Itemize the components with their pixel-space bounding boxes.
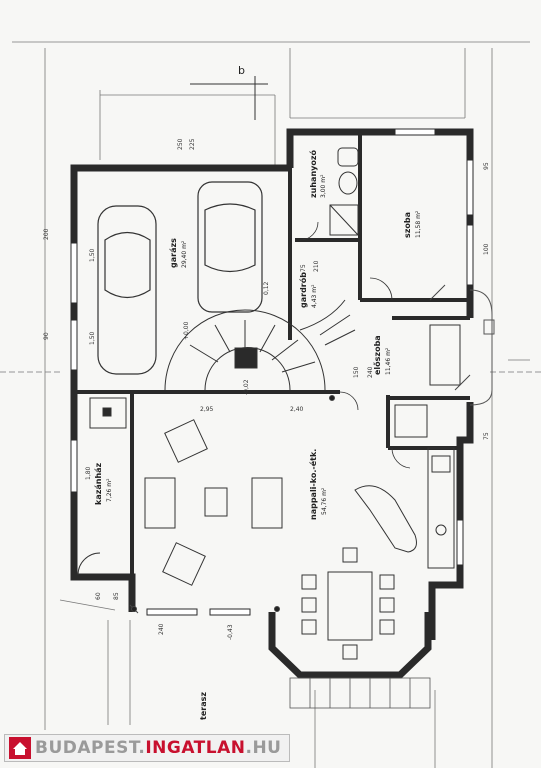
wardrobe-area: 4,43 m²	[311, 284, 318, 308]
doors	[299, 221, 411, 469]
bath-fixtures	[329, 147, 359, 236]
terrace-name: terasz	[199, 692, 208, 720]
dim-label: 85	[113, 592, 120, 600]
dim-label: 200	[43, 228, 50, 240]
dim-label: +0,00	[183, 321, 190, 340]
boiler-area: 7,26 m²	[106, 478, 113, 502]
shower-name: zuhanyozó	[308, 149, 318, 198]
car-left-icon	[97, 205, 157, 375]
watermark-part1: BUDAPEST.	[35, 738, 146, 758]
dim-label: 75	[300, 264, 307, 272]
dim-label: 210	[313, 260, 320, 272]
garage-name: garázs	[169, 238, 178, 268]
garage-area: 29,40 m²	[181, 240, 188, 268]
kitchen-island-icon	[354, 485, 417, 553]
furniture	[144, 419, 417, 660]
dim-label: 240	[367, 366, 374, 378]
sofa-right-icon	[251, 477, 283, 529]
dim-label: 1,50	[89, 248, 96, 262]
side-bay	[469, 289, 495, 406]
dim-label: -0,02	[243, 379, 250, 395]
room-area: 11,58 m²	[415, 210, 422, 238]
garage-cars	[97, 181, 263, 375]
living-area: 54,76 m²	[321, 487, 328, 515]
armchair-top-icon	[164, 419, 208, 463]
dim-label: 60	[95, 592, 102, 600]
dim-label: -0,43	[227, 624, 234, 640]
dim-label: 2,95	[200, 406, 214, 413]
dim-label: 0,12	[263, 281, 270, 295]
dim-label: 2,40	[290, 406, 304, 413]
dim-label: 1,50	[89, 331, 96, 345]
car-right-icon	[197, 181, 263, 313]
site-lines	[0, 41, 541, 768]
dim-label: 250	[177, 138, 184, 150]
section-mark: b	[190, 64, 268, 120]
shower-tray-icon	[329, 204, 359, 236]
room-name: szoba	[403, 212, 412, 238]
boiler-name: kazánház	[94, 462, 103, 505]
sofa-left-icon	[144, 477, 176, 529]
living-name: nappali-ko.-étk.	[308, 449, 318, 520]
coffee-table-icon	[204, 487, 228, 517]
armchair-bottom-icon	[162, 542, 206, 586]
room-labels: garázs 29,40 m² zuhanyozó 3,00 m² gardró…	[94, 149, 422, 720]
dim-label: 90	[43, 332, 50, 340]
section-mark-label: b	[238, 64, 245, 77]
hall-area: 11,46 m²	[385, 347, 392, 375]
spiral-stair	[164, 299, 356, 391]
toilet-icon	[338, 171, 358, 195]
boiler-unit-icon	[89, 397, 127, 429]
dim-label: 1,80	[85, 466, 92, 480]
kitchen-counters	[394, 324, 461, 569]
boiler-fixtures	[77, 397, 127, 576]
axis-ticks	[129, 284, 471, 614]
dim-label: 95	[483, 162, 490, 170]
dim-label: 75	[483, 432, 490, 440]
watermark-part2: INGATLAN	[145, 738, 246, 758]
dim-label: 225	[189, 138, 196, 150]
dim-label: 150	[353, 366, 360, 378]
dim-label: 100	[483, 243, 490, 255]
dim-label: 240	[158, 623, 165, 635]
watermark-text: BUDAPEST.INGATLAN.HU	[35, 738, 281, 758]
windows	[70, 128, 474, 616]
shower-area: 3,00 m²	[320, 174, 327, 198]
house-logo-icon	[9, 737, 31, 759]
exterior-walls	[70, 128, 474, 679]
dimension-labels: 2,95 2,40 1,50 1,50 1,80 250 225 75 210 …	[43, 138, 490, 640]
sink-icon	[337, 147, 359, 167]
watermark: BUDAPEST.INGATLAN.HU	[4, 734, 290, 762]
hall-name: előszoba	[373, 335, 382, 375]
terrace-stairs	[289, 677, 431, 709]
interior-walls	[74, 132, 470, 577]
wardrobe-name: gardrób	[298, 272, 308, 308]
watermark-part3: .HU	[245, 738, 282, 758]
dining-table-icon	[327, 571, 373, 641]
